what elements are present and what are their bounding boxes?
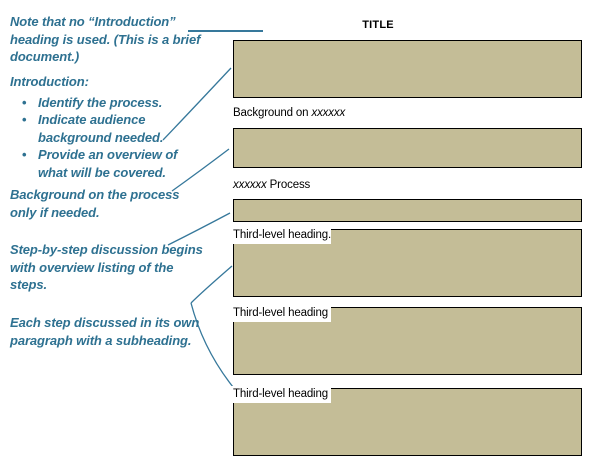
third-level-heading-2: Third-level heading <box>233 307 328 319</box>
annotation-heading: Introduction: <box>10 74 89 89</box>
heading-placeholder-text: xxxxxx <box>233 179 267 191</box>
run-in-heading-box: Third-level heading <box>231 386 331 403</box>
third-level-heading-3: Third-level heading <box>233 388 328 400</box>
paragraph-block-step2 <box>233 307 582 375</box>
bullet-icon: • <box>22 94 27 110</box>
list-item: • Indicate audience background needed. <box>22 111 177 146</box>
annotation-line: Background on the process <box>10 187 180 202</box>
paragraph-block-intro <box>233 40 582 98</box>
annotation-line: only if needed. <box>10 204 100 220</box>
document-title: TITLE <box>362 19 394 31</box>
annotation-background-only-if-needed: Background on the process only if needed… <box>10 186 180 221</box>
heading-text: Process <box>266 179 311 191</box>
annotation-each-step: Each step discussed in its own paragraph… <box>10 314 199 349</box>
annotation-line: document.) <box>10 49 80 64</box>
heading-text: Background on <box>233 107 312 119</box>
annotation-line: heading is used. (This is a brief <box>10 31 201 47</box>
annotation-line: Indicate audience <box>38 112 146 127</box>
annotation-line: paragraph with a subheading. <box>10 332 192 348</box>
connector-background-to-block2 <box>171 148 230 192</box>
list-item: • Provide an overview of what will be co… <box>22 146 178 181</box>
annotation-line: Each step discussed in its own <box>10 315 200 330</box>
process-heading: xxxxxx Process <box>233 178 310 192</box>
bullet-icon: • <box>22 112 27 127</box>
annotation-line: background needed. <box>38 129 164 145</box>
list-item: • Identify the process. <box>22 94 177 112</box>
annotation-line: with overview listing of the <box>10 259 174 275</box>
annotation-introduction: Introduction: • Identify the process. • … <box>10 73 178 182</box>
bullet-icon: • <box>22 147 27 162</box>
paragraph-block-overview <box>233 199 582 222</box>
annotation-line: Identify the process. <box>38 94 163 110</box>
background-heading: Background on xxxxxx <box>233 106 345 120</box>
annotation-line: Step-by-step discussion begins <box>10 242 203 257</box>
third-level-heading-1: Third-level heading. <box>233 229 332 241</box>
annotation-line: Provide an overview of <box>38 147 178 162</box>
heading-placeholder-text: xxxxxx <box>311 107 346 119</box>
paragraph-block-background <box>233 128 582 168</box>
annotation-step-by-step: Step-by-step discussion begins with over… <box>10 241 203 294</box>
run-in-heading-box: Third-level heading <box>231 305 331 322</box>
run-in-heading-box: Third-level heading. <box>231 227 331 244</box>
annotation-line: steps. <box>10 277 47 292</box>
annotation-line: what will be covered. <box>38 164 166 180</box>
annotation-line: Note that no “Introduction” <box>10 14 176 29</box>
annotation-note-no-introduction: Note that no “Introduction” heading is u… <box>10 13 200 66</box>
bullet-list: • Identify the process. • Indicate audie… <box>22 94 178 182</box>
